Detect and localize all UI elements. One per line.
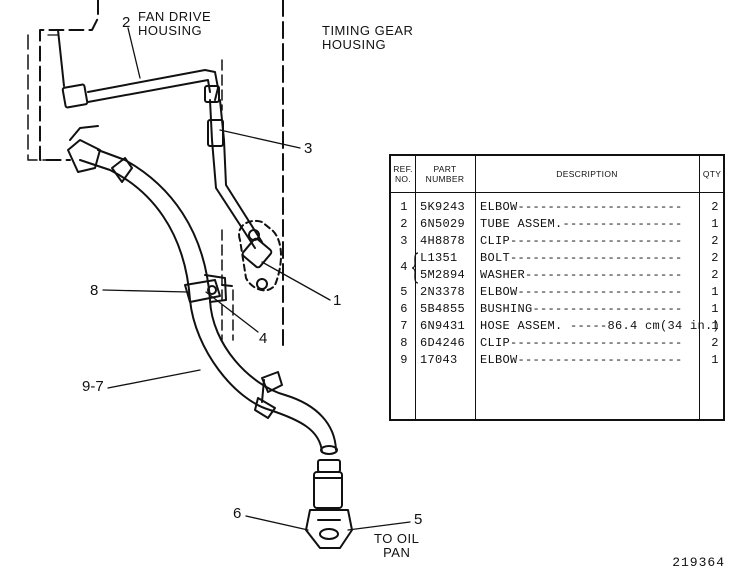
table-row: 1 5K9243 ELBOW---------------------- 2 — [391, 199, 723, 216]
part-number: 6D4246 — [420, 336, 466, 350]
brace-icon — [411, 252, 419, 284]
ref-no: 3 — [400, 234, 408, 248]
parts-table: REF. NO. PART NUMBER DESCRIPTION QTY 1 5… — [389, 154, 725, 421]
tube-assembly — [87, 69, 263, 249]
description: ELBOW---------------------- — [480, 200, 683, 214]
callout-4: 4 — [259, 330, 268, 347]
flange-plate — [238, 220, 282, 292]
callout-1: 1 — [333, 292, 342, 309]
part-number: 6N9431 — [420, 319, 466, 333]
table-row: 8 6D4246 CLIP----------------------- 2 — [391, 335, 723, 352]
callout-2: 2 — [122, 14, 131, 31]
hose-clip-lower — [254, 371, 283, 419]
qty: 2 — [711, 200, 719, 214]
description: CLIP----------------------- — [480, 336, 683, 350]
to-oil-pan-label: TO OIL PAN — [374, 531, 420, 560]
description: ELBOW---------------------- — [480, 353, 683, 367]
callout-9-7: 9-7 — [82, 378, 104, 395]
part-number: 5B4855 — [420, 302, 466, 316]
table-row: 3 4H8878 CLIP----------------------- 2 — [391, 233, 723, 250]
figure-number: 219364 — [672, 555, 725, 570]
elbow-fitting-lower — [305, 459, 353, 549]
part-number: 6N5029 — [420, 217, 466, 231]
fan-drive-housing-outline — [27, 0, 99, 161]
callout-3: 3 — [304, 140, 313, 157]
callout-6: 6 — [233, 505, 242, 522]
table-row: 7 6N9431 HOSE ASSEM. -----86.4 cm(34 in.… — [391, 318, 723, 335]
timing-gear-housing-label: TIMING GEAR HOUSING — [322, 23, 414, 52]
header-part-number: PART NUMBER — [425, 164, 465, 184]
description: BUSHING-------------------- — [480, 302, 683, 316]
elbow-fitting-upper — [57, 29, 89, 109]
ref-no: 2 — [400, 217, 408, 231]
qty: 1 — [711, 285, 719, 299]
ref-no: 5 — [400, 285, 408, 299]
part-number: 2N3378 — [420, 285, 466, 299]
qty: 2 — [711, 336, 719, 350]
ref-no: 4 — [400, 260, 408, 274]
description: TUBE ASSEM.---------------- — [480, 217, 683, 231]
ref-no: 9 — [400, 353, 408, 367]
description: ELBOW---------------------- — [480, 285, 683, 299]
table-row: 2 6N5029 TUBE ASSEM.---------------- 1 — [391, 216, 723, 233]
qty: 1 — [711, 319, 719, 333]
part-number: L1351 — [420, 251, 458, 265]
table-row: 4 5M2894 WASHER--------------------- 2 — [391, 260, 723, 284]
header-qty: QTY — [702, 169, 722, 179]
qty: 1 — [711, 302, 719, 316]
qty: 2 — [711, 251, 719, 265]
table-row: 5 2N3378 ELBOW---------------------- 1 — [391, 284, 723, 301]
description: CLIP----------------------- — [480, 234, 683, 248]
table-row: L1351 BOLT----------------------- 2 — [391, 250, 723, 267]
ref-no: 8 — [400, 336, 408, 350]
qty: 2 — [711, 234, 719, 248]
header-ref-no: REF. NO. — [393, 164, 413, 184]
qty: 1 — [711, 217, 719, 231]
callout-8: 8 — [90, 282, 99, 299]
description: WASHER--------------------- — [480, 268, 683, 282]
table-row: 6 5B4855 BUSHING-------------------- 1 — [391, 301, 723, 318]
table-row: 9 17043 ELBOW---------------------- 1 — [391, 352, 723, 369]
hose-assembly — [67, 125, 338, 455]
part-number: 4H8878 — [420, 234, 466, 248]
callout-5: 5 — [414, 511, 423, 528]
ref-no: 1 — [400, 200, 408, 214]
qty: 2 — [711, 268, 719, 282]
description: HOSE ASSEM. -----86.4 cm(34 in.) — [480, 319, 721, 333]
qty: 1 — [711, 353, 719, 367]
part-number: 17043 — [420, 353, 458, 367]
leader-lines — [47, 27, 411, 531]
fan-drive-housing-label: FAN DRIVE HOUSING — [138, 9, 212, 38]
timing-gear-housing-outline — [221, 0, 284, 346]
ref-no: 7 — [400, 319, 408, 333]
ref-no: 6 — [400, 302, 408, 316]
description: BOLT----------------------- — [480, 251, 683, 265]
part-number: 5M2894 — [420, 268, 466, 282]
header-description: DESCRIPTION — [556, 169, 618, 179]
part-number: 5K9243 — [420, 200, 466, 214]
